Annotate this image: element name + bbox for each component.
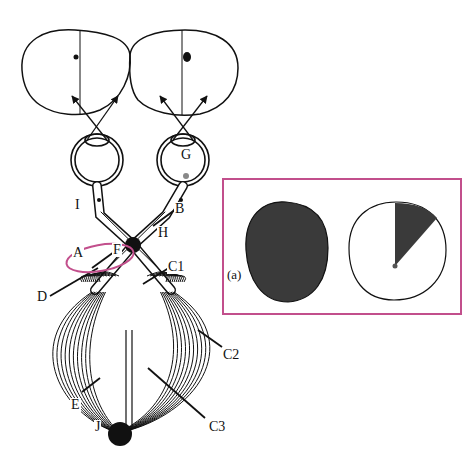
optic-radiation [53,272,210,430]
optic-pathway [95,186,183,290]
nerve-dot [97,198,101,202]
callout-letter: J [94,420,101,434]
callout-letter: C3 [208,420,226,434]
callout-letter: A [72,246,84,260]
callout-letter: C2 [222,348,240,362]
blind-spot [183,52,191,62]
retina-lesion [183,173,189,179]
callout-letter: D [36,290,48,304]
callout-letter: C1 [167,260,185,274]
callout-letter: B [174,202,185,216]
cortex-lesion [108,422,132,446]
lesion-line [50,206,222,418]
callout-letter: H [157,226,169,240]
midline [126,330,132,428]
light-ray [72,96,207,140]
callout-letter: I [74,198,81,212]
highlight-ring [64,239,135,276]
callout-letter: E [70,398,81,412]
callout-letter: F [112,243,122,257]
visual-field [22,30,238,115]
inset-panel: (a) [222,178,462,315]
fixation-dot [74,55,79,60]
callout-letter: G [180,148,192,162]
eye [71,134,209,186]
panel-label: (a) [227,267,241,283]
field-defect-illustration [224,180,460,313]
